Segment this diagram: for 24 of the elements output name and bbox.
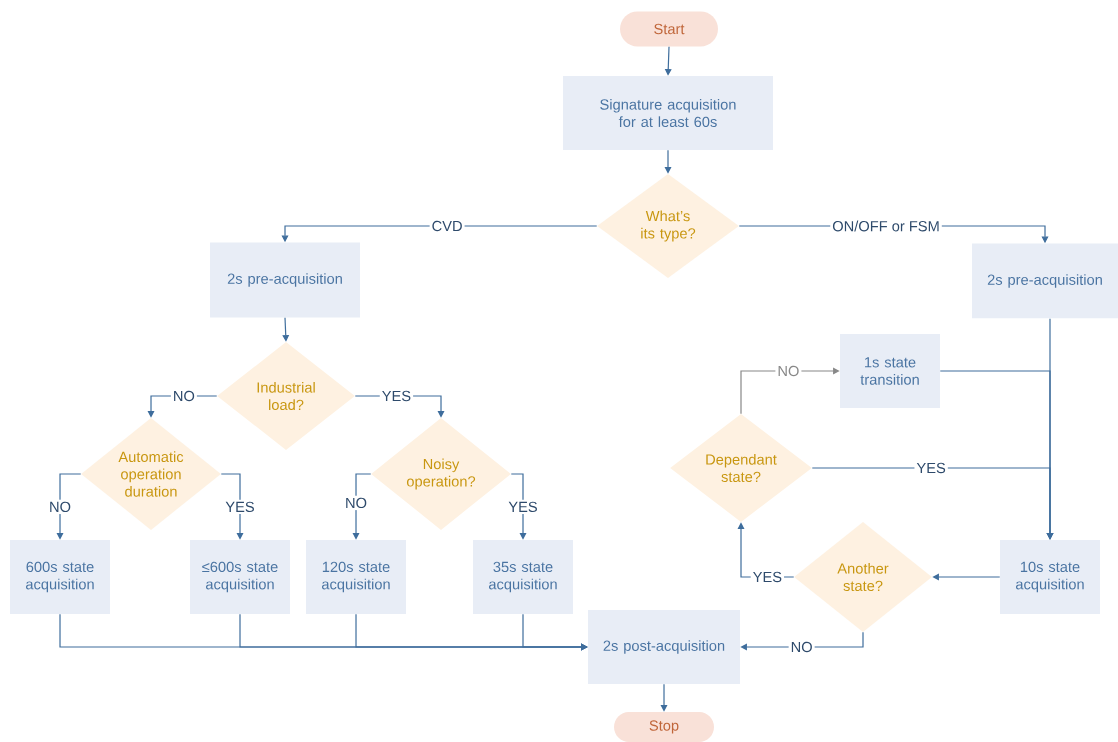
edge-label: ON/OFF or FSM <box>830 218 942 234</box>
process-box: 2s pre-acquisition <box>972 243 1118 319</box>
terminal-pill: Start <box>620 11 718 47</box>
edge-label: NO <box>788 639 815 655</box>
edge-label: NO <box>343 495 369 511</box>
process-box: 2s post-acquisition <box>588 610 740 684</box>
process-box: 120s state acquisition <box>306 540 406 614</box>
edge-label: YES <box>379 388 414 404</box>
process-box: 1s state transition <box>840 334 940 408</box>
terminal-pill: Stop <box>614 712 714 742</box>
process-box: 35s state acquisition <box>473 540 573 614</box>
edge-label: YES <box>506 499 540 515</box>
edge-label: YES <box>223 499 257 515</box>
edge-label: YES <box>914 460 948 476</box>
edge-label: CVD <box>429 218 465 234</box>
edge-label: YES <box>750 569 785 585</box>
process-box: 600s state acquisition <box>10 540 110 614</box>
process-box: 10s state acquisition <box>1000 540 1100 614</box>
edge-label: NO <box>775 363 802 379</box>
edge-label: NO <box>170 388 197 404</box>
process-box: 2s pre-acquisition <box>210 242 360 318</box>
edge-label: NO <box>47 499 73 515</box>
process-box: Signature acquisition for at least 60s <box>563 76 773 150</box>
process-box: ≤600s state acquisition <box>190 540 290 614</box>
